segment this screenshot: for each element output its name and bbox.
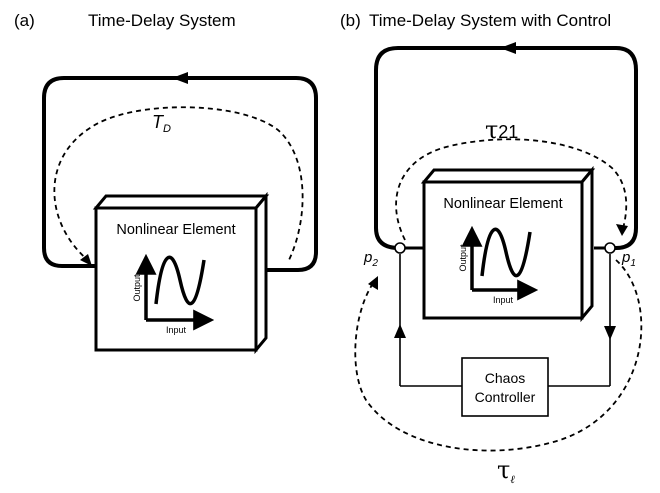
loop-direction-arrow-a [172, 72, 188, 84]
element-label-a: Nonlinear Element [116, 222, 235, 238]
element-label-b: Nonlinear Element [443, 196, 562, 212]
nonlinear-curve-b [480, 227, 532, 278]
delay-label-top-b-sub: 21 [498, 122, 518, 142]
nonlinear-element-a: Nonlinear Element Output Input [92, 191, 270, 355]
delay-label-a-main: T [152, 112, 165, 132]
node-label-p1: p1 [621, 249, 636, 269]
chaos-controller: Chaos Controller [461, 357, 549, 417]
delay-label-bottom-b: τℓ [497, 456, 515, 486]
delay-label-top-b: τ21 [485, 116, 518, 144]
delay-arrow-head-bottom-b [368, 276, 378, 290]
loop-direction-arrow-b [500, 42, 516, 54]
box-top-face-a [92, 194, 270, 210]
node-label-p2: p2 [363, 249, 378, 269]
node-label-p1-sub: 1 [630, 258, 636, 269]
panel-b-title: Time-Delay System with Control [369, 11, 611, 30]
controller-label-line1: Chaos [485, 370, 525, 386]
panel-a: (a) Time-Delay System TD Nonlinear Eleme… [14, 11, 318, 355]
axis-input-b: Input [493, 295, 514, 305]
axis-output-b: Output [458, 244, 468, 272]
node-label-p1-main: p [621, 249, 630, 266]
node-label-p2-sub: 2 [371, 258, 378, 269]
box-front-face-b [422, 180, 584, 320]
delay-arrow-head-top-b [616, 224, 628, 236]
delay-label-bottom-b-main: τ [497, 456, 510, 484]
delay-arc-a [53, 106, 304, 263]
nonlinear-element-b: Nonlinear Element Output Input [420, 165, 596, 323]
panel-a-title: Time-Delay System [88, 11, 236, 30]
box-front-face-a [94, 206, 258, 352]
feedback-loop-b [374, 46, 638, 250]
arrow-p1-down [604, 326, 616, 340]
delay-arrow-head-a [80, 254, 92, 266]
node-p1 [604, 242, 616, 254]
box-top-face-b [420, 168, 596, 184]
delay-label-a-sub: D [163, 123, 171, 135]
node-label-p2-main: p [363, 249, 372, 266]
delay-label-a: TD [152, 112, 171, 135]
panel-b: (b) Time-Delay System with Control τ21 τ… [340, 11, 643, 486]
arrow-up-to-p2 [394, 324, 406, 338]
panel-b-letter: (b) [340, 11, 361, 30]
node-p2 [394, 242, 406, 254]
delay-label-top-b-main: τ [485, 116, 498, 144]
axis-output-a: Output [132, 274, 142, 302]
axis-input-a: Input [166, 325, 187, 335]
nonlinear-curve-a [154, 255, 206, 306]
delay-arc-top-b [395, 138, 628, 241]
delay-label-bottom-b-sub: ℓ [510, 473, 515, 486]
chaos-controller-box [461, 357, 549, 417]
panel-a-letter: (a) [14, 11, 35, 30]
delay-arc-bottom-b [354, 259, 643, 452]
controller-label-line2: Controller [475, 389, 536, 405]
